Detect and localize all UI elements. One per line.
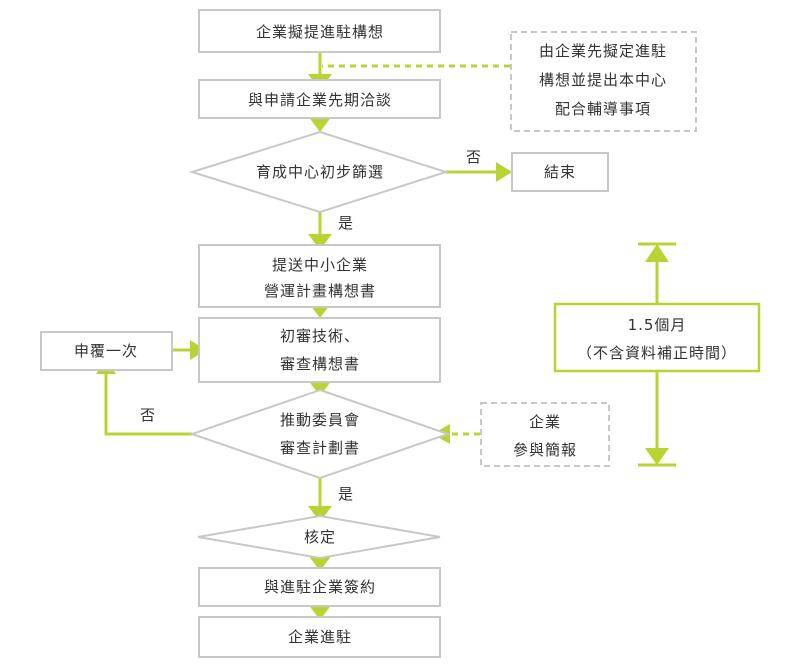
node-end: 結束 (511, 152, 609, 192)
duration-line-2: （不含資料補正時間） (577, 344, 737, 362)
arrow-right-end (496, 162, 512, 182)
arrow-down-5 (308, 555, 332, 571)
retry-label: 申覆一次 (74, 342, 138, 360)
node-retry: 申覆一次 (40, 331, 173, 371)
note-top-line-1: 由企業先擬定進駐 (539, 42, 667, 60)
step3-line-2: 營運計畫構想書 (264, 282, 376, 300)
step4-line-2: 審查構想書 (280, 355, 360, 373)
decision1-label: 育成中心初步篩選 (256, 163, 384, 181)
decision1-yes-label: 是 (338, 214, 354, 232)
note-top: 由企業先擬定進駐 構想並提出本中心 配合輔導事項 (510, 31, 697, 132)
note-top-line-2: 構想並提出本中心 (539, 71, 667, 89)
decision1-no-label: 否 (466, 148, 482, 166)
note-top-line-3: 配合輔導事項 (555, 100, 651, 118)
connectors (104, 52, 676, 610)
node-step1: 企業擬提進駐構想 (198, 9, 441, 53)
step6-label: 企業進駐 (288, 628, 352, 646)
decision-approve: 核定 (197, 514, 441, 560)
node-step3: 提送中小企業 營運計畫構想書 (198, 244, 441, 308)
connector-d2-retry (104, 372, 192, 436)
arrow-down-6 (308, 604, 332, 620)
decision2-line-2: 審查計劃書 (280, 439, 360, 457)
arrow-down-d1 (308, 116, 332, 132)
duration-box: 1.5個月 （不含資料補正時間） (553, 302, 761, 373)
note-bottom-line-2: 參與簡報 (513, 441, 577, 459)
step1-label: 企業擬提進駐構想 (256, 23, 384, 41)
step5-label: 與進駐企業簽約 (264, 578, 376, 596)
arrow-down-approve (308, 506, 332, 522)
decision-1: 育成中心初步篩選 (188, 130, 450, 214)
decision2-no-label: 否 (140, 406, 156, 424)
step3-line-1: 提送中小企業 (272, 256, 368, 274)
decision-2: 推動委員會 審查計劃書 (188, 388, 452, 480)
step2-label: 與申請企業先期洽談 (248, 91, 392, 109)
decision2-line-1: 推動委員會 (280, 411, 360, 429)
step4-line-1: 初審技術、 (280, 327, 360, 345)
node-step6: 企業進駐 (198, 616, 441, 658)
arrow-down-duration (645, 448, 669, 465)
note-bottom: 企業 參與簡報 (480, 402, 610, 467)
duration-line-1: 1.5個月 (628, 316, 687, 334)
node-step5: 與進駐企業簽約 (198, 567, 441, 607)
node-step2: 與申請企業先期洽談 (198, 79, 441, 119)
decision2-yes-label: 是 (338, 485, 354, 503)
end-label: 結束 (544, 163, 576, 181)
arrow-down-d2 (308, 380, 332, 396)
arrow-up-duration (645, 244, 669, 262)
node-step4: 初審技術、 審查構想書 (198, 317, 441, 383)
arrow-down-3 (308, 234, 332, 250)
note-bottom-line-1: 企業 (529, 413, 561, 431)
approve-label: 核定 (304, 528, 336, 546)
